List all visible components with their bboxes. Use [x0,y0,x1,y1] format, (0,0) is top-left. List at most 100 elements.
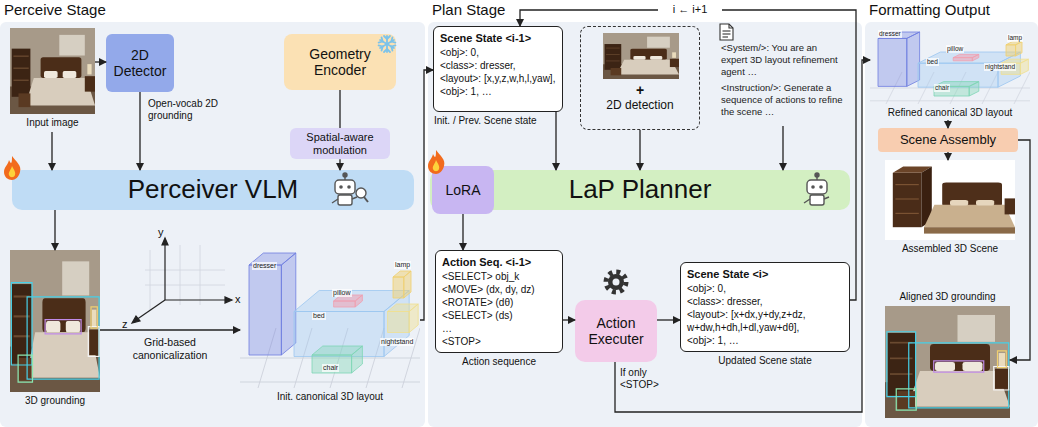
image-panel: Assembled 3D Scene [885,160,1015,256]
connector [555,112,556,170]
image-panel: 3D grounding [10,250,100,408]
node-text: <obj>: 1, … [687,334,843,347]
caption-label: y [158,226,164,239]
connector [947,120,948,128]
connector [339,159,340,170]
document-icon [716,22,736,42]
caption-label: Updated Scene state [680,355,850,367]
node-text: <class>: dresser, [440,59,556,72]
edge-label: i ← i+1 [658,3,722,16]
connector [462,214,463,250]
node-text: Perceiver VLM [128,175,299,205]
node-text: <class>: dresser, [687,295,843,308]
input-group: +2D detection [580,26,700,130]
node-text: Init. canonical 3D layout [240,390,420,403]
node-text: Scene State <i> [687,267,843,281]
node-text: <obj>: 0, [440,46,556,59]
process-box: Scene Assembly [878,128,1018,152]
connector [95,61,106,62]
connector [139,92,140,170]
image-panel: Refined canonical 3D layout [870,24,1030,120]
node-text: … [442,322,556,335]
node-text: <SELECT> (ds) [442,309,556,322]
caption-label: z [122,318,128,331]
node-text: 2D detection [585,98,695,112]
node-text: <MOVE> (dx, dy, dz) [442,283,556,296]
state-card: Action Seq. <i-1><SELECT> obj_k<MOVE> (d… [435,250,563,353]
process-box: Action Executer [575,300,657,362]
picture [10,250,100,392]
node-text: Refined canonical 3D layout [870,106,1030,119]
state-card: Scene State <i-1><obj>: 0,<class>: dress… [433,26,563,112]
node-text: <obj>: 1, … [440,85,556,98]
picture [10,28,95,114]
node-text: Action Executer [579,315,653,347]
object-tag: lamp [394,261,411,269]
node-text: <STOP> [442,335,556,348]
node-text: Geometry Encoder [288,46,392,78]
process-box: 2D Detector [106,34,174,92]
edge-label: Grid-based canonicalization [118,336,222,361]
caption-label: Action sequence [435,356,563,368]
object-tag: chair [934,84,950,92]
node-text: <obj>: 0, [687,282,843,295]
node-text: Scene State <i-1> [440,31,556,45]
node-text: + [585,83,695,98]
node-text: Formatting Output [869,1,990,18]
process-box: Geometry Encoder [284,34,396,90]
node-text: <System/>: You are an expert 3D layout r… [721,42,845,78]
node-text: Spatial-aware modulation [294,131,386,156]
node-text: Action Seq. <i-1> [442,255,556,269]
object-tag: pillow [332,289,352,297]
node-text: <layout>: [x,y,z,w,h,l,yaw], [440,72,556,85]
node-text: <layout>: [x+dx,y+dy,z+dz, w+dw,h+dh,l+d… [687,308,843,334]
node-text: Input image [10,116,95,129]
picture [885,306,1010,418]
process-box: LoRA [432,166,494,214]
object-tag: lamp [1007,34,1023,42]
caption-label: Init. / Prev. Scene state [434,115,552,127]
process-box: Perceiver VLM [12,170,414,210]
prompt-card: <System/>: You are an expert 3D layout r… [716,22,850,126]
node-text: Scene Assembly [900,133,996,148]
node-text: <Instruction/>: Generate a sequence of a… [721,82,845,118]
object-tag: pillow [946,45,964,53]
object-tag: dresser [878,30,902,38]
node-text: LaP Planner [569,175,712,205]
connector [639,130,640,170]
edge-label: If only <STOP> [620,367,670,391]
stage-panel: Perceive StageInput image 2D Detector Geom… [0,0,425,427]
image-panel: Input image [10,28,95,132]
object-tag: bed [312,312,326,320]
object-tag: dresser [252,262,277,270]
connector [657,319,680,320]
connector [51,132,52,170]
caption-label: x [235,293,241,306]
connector [54,210,55,250]
process-box: Spatial-aware modulation [290,128,390,159]
thumbnail [603,33,679,79]
object-tag: chair [322,364,339,372]
connector [563,319,575,320]
node-text: <ROTATE> (dθ) [442,296,556,309]
node-text: 2D Detector [110,47,170,79]
node-text: Plan Stage [432,1,505,18]
node-text: Aligned 3D grounding [885,290,1010,305]
state-card: Scene State <i><obj>: 0,<class>: dresser… [680,262,850,352]
node-text: Perceive Stage [4,1,106,18]
connector [100,329,240,330]
connector [339,90,340,128]
caption-label: Open-vocab 2D grounding [148,98,228,122]
node-text: Assembled 3D Scene [885,242,1015,255]
picture [885,160,1015,240]
node-text: <SELECT> obj_k [442,270,556,283]
object-tag: bed [926,58,939,66]
object-tag: nightstand [380,338,414,346]
image-panel: Aligned 3D grounding [885,290,1010,420]
connector [947,152,948,160]
object-tag: nightstand [984,63,1016,71]
connector [782,126,783,170]
node-text: LoRA [445,182,480,198]
node-text: 3D grounding [10,394,100,407]
